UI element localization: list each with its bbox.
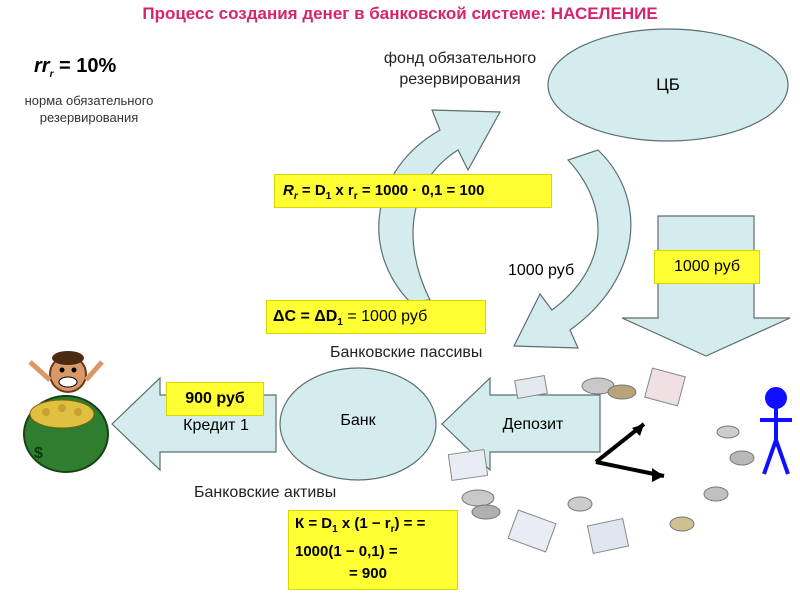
credit-formula-line1-a: К = D — [295, 515, 333, 532]
rr-sub: r — [49, 69, 54, 80]
credit-formula-line2: 1000(1 − 0,1) = — [295, 543, 398, 560]
cb-to-deposit-curve-arrow — [513, 149, 632, 349]
delta-formula-sub: 1 — [337, 317, 343, 329]
rr-formula-c: x r — [331, 182, 354, 199]
liabilities-label: Банковские пассивы — [330, 344, 483, 361]
credit-formula-line1-b: x (1 − r — [337, 515, 391, 532]
delta-formula-a: ΔС = ΔD — [273, 308, 338, 325]
reserve-rate-caption: норма обязательного резервирования — [24, 93, 154, 125]
rr-formula-b-sub: 1 — [325, 191, 332, 202]
page-title: Процесс создания денег в банковской сист… — [142, 4, 658, 23]
rr-formula-a-sub: r — [293, 191, 298, 202]
down-arrow — [621, 215, 791, 357]
rr-formula-b: = D — [297, 182, 326, 199]
deposit-label: Депозит — [502, 416, 564, 433]
credit-formula-line1: К = D1 x (1 − rr) = = — [295, 513, 451, 541]
cb-label: ЦБ — [656, 75, 680, 94]
credit-formula-line1-sub2: r — [390, 524, 395, 535]
delta-formula-b: = 1000 руб — [342, 308, 428, 325]
deposit-arrow — [441, 376, 601, 472]
flow-amount-label: 1000 руб — [508, 262, 575, 279]
rr-suffix: = 10% — [53, 55, 117, 77]
cb-ellipse — [547, 28, 789, 142]
delta-formula-box: ΔС = ΔD1 = 1000 руб — [266, 300, 486, 334]
credit-formula-line3: = 900 — [349, 565, 387, 582]
credit-label: Кредит 1 — [183, 417, 249, 434]
bank-ellipse — [279, 367, 437, 481]
credit-formula-box: К = D1 x (1 − rr) = = 1000(1 − 0,1) = = … — [288, 510, 458, 590]
money-bag-person-icon: $ — [23, 351, 109, 473]
credit-amount-box: 900 руб — [166, 382, 264, 416]
svg-text:$: $ — [34, 445, 43, 462]
credit-amount: 900 руб — [185, 390, 245, 407]
deposit-amount-box: 1000 руб — [654, 250, 760, 284]
rr-formula-d: = 1000 · 0,1 = 100 — [357, 182, 485, 199]
coins-and-clock-icon — [447, 367, 755, 555]
rr-formula-a: R — [283, 182, 294, 199]
reserves-formula-box: Rr = D1 x rr = 1000 · 0,1 = 100 — [274, 174, 552, 208]
rr-prefix: rr — [34, 55, 50, 77]
reserve-curve-arrow — [378, 109, 502, 303]
credit-formula-line1-c: ) = = — [394, 515, 426, 532]
bank-label: Банк — [340, 412, 376, 429]
reserve-rate-value: rrr = 10% — [34, 55, 116, 80]
reserve-fund-label: фонд обязательного резервирования — [383, 50, 537, 88]
credit-formula-line1-sub: 1 — [332, 524, 338, 535]
rr-formula-c-sub: r — [353, 191, 358, 202]
stick-person-icon — [760, 387, 792, 475]
assets-label: Банковские активы — [194, 484, 337, 501]
